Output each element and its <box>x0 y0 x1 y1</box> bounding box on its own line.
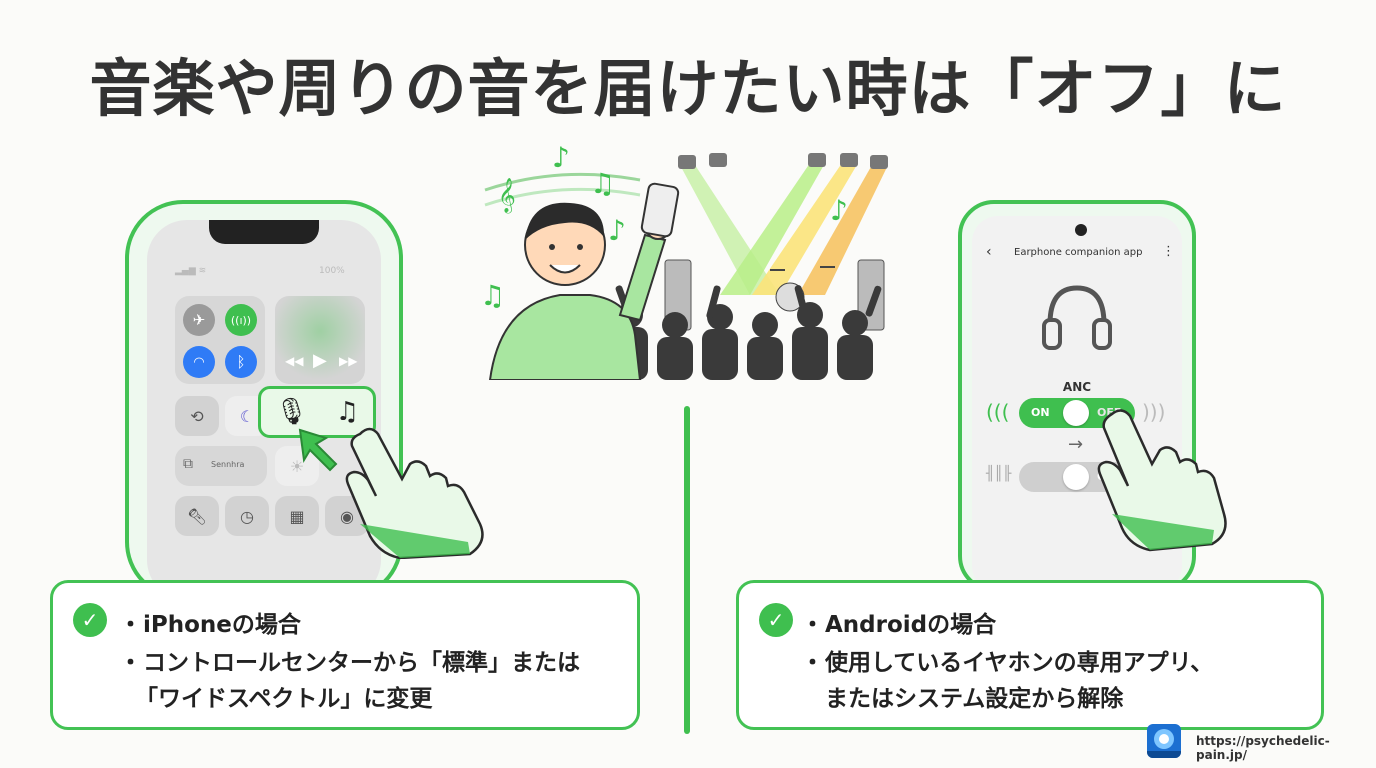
light-beam <box>720 163 825 295</box>
iphone-instruction-1: コントロールセンターから「標準」または <box>143 650 580 676</box>
speaker <box>857 259 885 331</box>
airplane-mode-icon[interactable]: ✈ <box>183 304 215 336</box>
crowd <box>612 285 882 380</box>
screen-mirroring-tile[interactable]: ⧉ Sennhra <box>175 446 267 486</box>
bullet: ・ <box>801 612 824 638</box>
audio-waveform-icon: ╢║╟ <box>986 466 1012 482</box>
svg-text:♫: ♫ <box>590 167 615 200</box>
page-title: 音楽や周りの音を届けたい時は「オフ」に <box>89 52 1287 125</box>
timer-icon[interactable]: ◷ <box>225 496 269 536</box>
svg-text:♪: ♪ <box>830 194 848 227</box>
connectivity-panel: ✈ ((ı)) ◠ ᛒ <box>175 296 265 384</box>
site-url-link[interactable]: https://psychedelic-pain.jp/ <box>1196 734 1330 762</box>
checkmark-icon: ✓ <box>73 603 107 637</box>
iphone-heading: iPhoneの場合 <box>143 612 301 638</box>
wifi-icon[interactable]: ◠ <box>183 346 215 378</box>
screen-mirroring-label: Sennhra <box>211 460 245 469</box>
svg-text:♪: ♪ <box>608 214 626 247</box>
flashlight-icon[interactable]: 🔦︎ <box>175 496 219 536</box>
next-track-icon[interactable]: ▶▶ <box>339 354 358 368</box>
android-instruction-1: 使用しているイヤホンの専用アプリ、 <box>825 650 1214 676</box>
rotation-lock-icon[interactable]: ⟲ <box>175 396 219 436</box>
checkmark-icon: ✓ <box>759 603 793 637</box>
sound-wave-icon: ))) <box>1142 400 1166 424</box>
headphones-icon <box>1042 285 1112 350</box>
arrow-right-icon: → <box>1068 434 1084 455</box>
concert-illustration: ♪ ♫ ♪ ♫ ♪ 𝄞 <box>480 145 888 380</box>
center-divider <box>684 406 690 734</box>
mic-mode-tile[interactable]: 🎙︎ ♫ <box>258 386 376 438</box>
iphone-instruction-2: 「ワイドスペクトル」に変更 <box>135 686 433 712</box>
app-title: Earphone companion app <box>1014 247 1143 258</box>
play-icon[interactable]: ▶ <box>313 350 327 371</box>
android-frame: ‹ Earphone companion app ⋮ ANC ((( ON OF… <box>958 200 1196 592</box>
iphone-info-box: ✓ ・ iPhoneの場合 ・ コントロールセンターから「標準」または 「ワイド… <box>50 580 640 730</box>
light-beam <box>798 165 888 295</box>
previous-track-icon[interactable]: ◀◀ <box>285 354 304 368</box>
hand-pointer-icon <box>1097 409 1227 552</box>
site-logo <box>1147 724 1181 758</box>
svg-text:♪: ♪ <box>552 145 570 174</box>
microphone-icon: 🎙︎ <box>274 397 308 427</box>
android-heading: Androidの場合 <box>825 612 997 638</box>
cellular-data-icon[interactable]: ((ı)) <box>225 304 257 336</box>
calculator-icon[interactable]: ▦ <box>275 496 319 536</box>
music-note-icon: ♪ ♫ ♪ ♫ ♪ <box>480 145 848 312</box>
bullet: ・ <box>119 612 142 638</box>
bluetooth-icon[interactable]: ᛒ <box>225 346 257 378</box>
battery-status: 100% <box>319 266 345 276</box>
svg-text:𝄞: 𝄞 <box>498 178 516 214</box>
app-bar: ‹ Earphone companion app ⋮ <box>972 242 1182 266</box>
iphone-notch <box>209 220 319 244</box>
signal-icon: ▂▄▆ ≋ <box>175 266 207 276</box>
more-options-icon[interactable]: ⋮ <box>1162 244 1175 259</box>
screen-mirroring-icon: ⧉ <box>183 456 193 472</box>
bullet: ・ <box>801 650 824 676</box>
anc-on-label: ON <box>1031 406 1050 419</box>
media-panel: ◀◀ ▶ ▶▶ <box>275 296 365 384</box>
sound-wave-icon: ((( <box>986 400 1010 424</box>
person <box>488 182 680 380</box>
android-info-box: ✓ ・ Androidの場合 ・ 使用しているイヤホンの専用アプリ、 またはシス… <box>736 580 1324 730</box>
music-note-icon: ♫ <box>335 397 360 427</box>
hand-pointer-icon <box>345 427 484 559</box>
light-beam <box>752 163 858 295</box>
front-camera <box>1075 224 1087 236</box>
android-instruction-2: またはシステム設定から解除 <box>825 686 1124 712</box>
back-arrow-icon[interactable]: ‹ <box>986 244 992 260</box>
anc-label: ANC <box>1062 380 1092 394</box>
pointer-arrow-icon <box>298 428 338 472</box>
svg-text:♫: ♫ <box>480 279 505 312</box>
bullet: ・ <box>119 650 142 676</box>
toggle-knob <box>1063 464 1089 490</box>
toggle-knob <box>1063 400 1089 426</box>
